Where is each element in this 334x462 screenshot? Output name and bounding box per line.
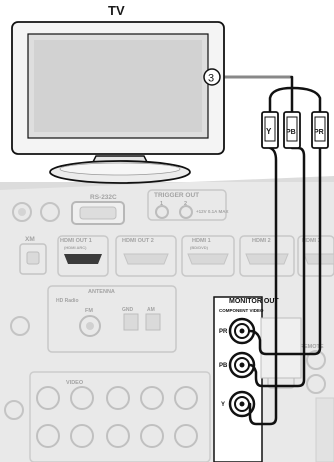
step-marker: [203, 68, 221, 86]
remote-label: REMOTE: [300, 344, 324, 350]
antenna-label: ANTENNA: [88, 289, 115, 295]
fm-label: FM: [85, 308, 93, 314]
trigger-out-label: TRIGGER OUT: [154, 192, 199, 199]
rca-plug-pr: [311, 111, 329, 149]
trigger-voltage-label: +12V 0.1A MAX: [196, 209, 228, 214]
jack-pb-label: PB: [219, 363, 228, 369]
cable-tv-trunk: [216, 75, 294, 90]
hdmi-bddvd-label: (BD/DVD): [190, 245, 209, 250]
trigger-2-label: 2: [184, 201, 187, 207]
xm-label: XM: [25, 236, 35, 243]
hdmi-3-label: HDMI 3: [302, 238, 321, 244]
tv-title: TV: [108, 3, 125, 18]
component-video-label: COMPONENT VIDEO: [219, 308, 264, 313]
jack-y-label: Y: [221, 402, 225, 408]
hdmi-2-label: HDMI 2: [252, 238, 271, 244]
component-cables: [216, 75, 322, 426]
hdmi-out-2-label: HDMI OUT 2: [122, 238, 154, 244]
cable-pr: [248, 146, 322, 356]
plug-pr-label: PR: [314, 129, 324, 136]
am-label: AM: [147, 307, 155, 313]
gnd-label: GND: [122, 307, 134, 313]
cable-y: [248, 146, 278, 426]
rca-plug-pb: [283, 111, 301, 149]
trigger-1-label: 1: [160, 201, 163, 207]
hdmi-arc-label: (HDMI ARC): [64, 245, 87, 250]
plug-y-label: Y: [266, 127, 272, 136]
step-number: 3: [208, 73, 214, 85]
plug-pb-label: PB: [286, 129, 296, 136]
hdmi-out-1-label: HDMI OUT 1: [60, 238, 92, 244]
video-label: VIDEO: [66, 380, 84, 386]
cable-fan-pr: [290, 86, 322, 114]
jack-y[interactable]: [228, 390, 256, 418]
monitor-out-label: MONITOR OUT: [229, 298, 279, 305]
rca-plug-y: [261, 111, 279, 149]
hdmi-1-label: HDMI 1: [192, 238, 211, 244]
jack-pr-label: PR: [219, 329, 228, 335]
rs232c-label: RS-232C: [90, 194, 117, 201]
cable-fan-y: [268, 86, 294, 114]
tv-illustration: [11, 21, 225, 184]
cable-pb: [248, 146, 306, 388]
receiver-labels: RS-232C TRIGGER OUT 1 2 +12V 0.1A MAX XM…: [25, 192, 324, 386]
hd-radio-label: HD Radio: [56, 298, 79, 304]
jack-pr[interactable]: [228, 317, 256, 345]
